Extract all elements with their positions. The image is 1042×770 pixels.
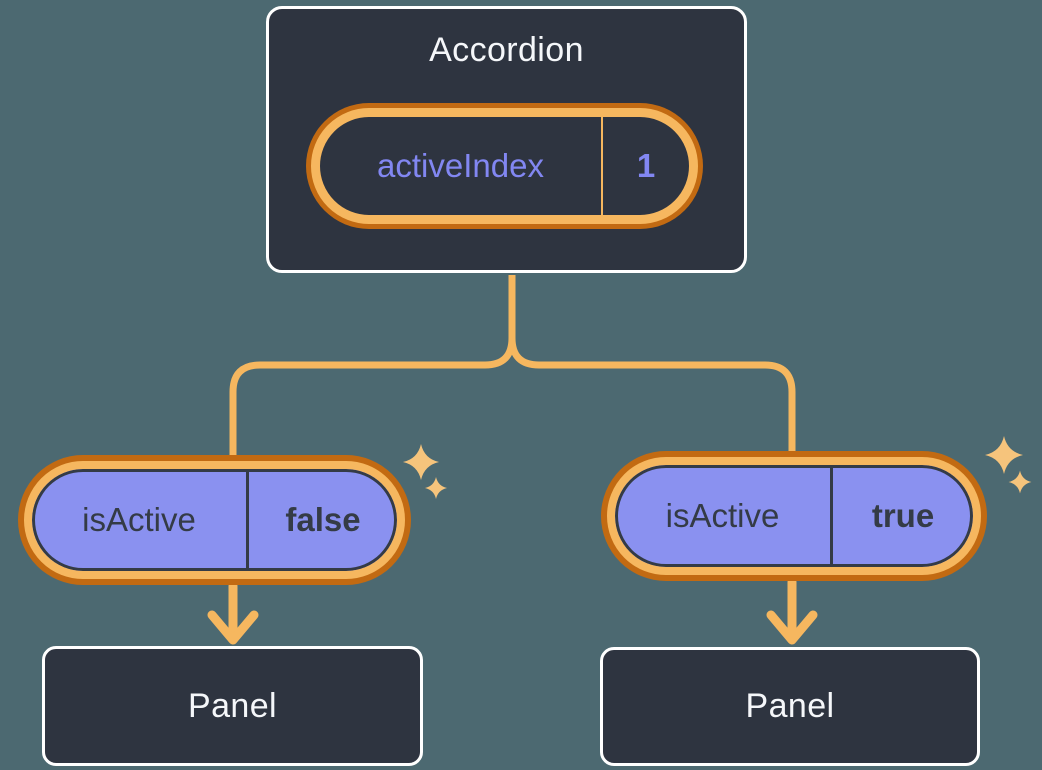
state-name: isActive — [665, 497, 780, 534]
branch-line-left — [229, 275, 516, 458]
pill-divider — [246, 469, 249, 571]
panel-card-right: Panel — [600, 647, 980, 766]
active-index-state-pill: activeIndex 1 — [311, 108, 698, 224]
down-arrow-right-icon — [766, 577, 818, 645]
pill-divider — [601, 117, 603, 215]
state-name: activeIndex — [377, 147, 544, 184]
panel-title: Panel — [745, 687, 835, 725]
panel-card-left: Panel — [42, 646, 423, 766]
state-value: false — [285, 501, 361, 538]
pill-divider — [830, 465, 833, 567]
is-active-state-pill-right: isActive true — [607, 457, 981, 575]
state-value: true — [871, 497, 935, 534]
accordion-title: Accordion — [429, 31, 584, 69]
sparkle-large-icon — [402, 443, 440, 481]
down-arrow-left-icon — [207, 581, 259, 645]
is-active-state-pill-left: isActive false — [24, 461, 405, 579]
state-value: 1 — [636, 147, 656, 184]
sparkle-small-icon — [424, 476, 448, 500]
panel-title: Panel — [188, 686, 277, 725]
sparkle-large-icon — [985, 436, 1023, 474]
branch-line-right — [508, 275, 796, 454]
sparkle-small-icon — [1008, 470, 1032, 494]
state-name: isActive — [82, 501, 196, 538]
